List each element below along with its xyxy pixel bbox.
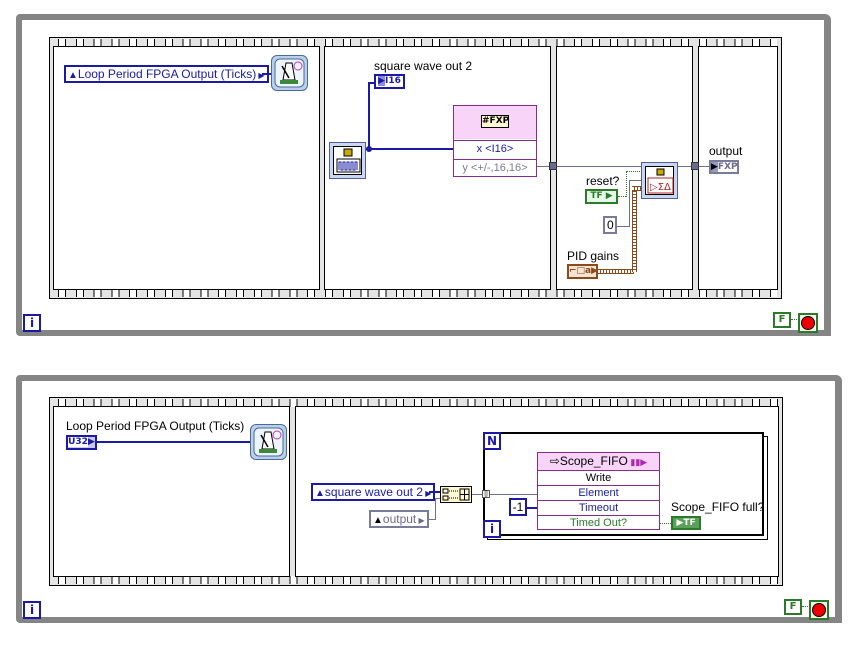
output-indicator[interactable]: ▶FXP	[709, 160, 739, 174]
wire-output-h2	[435, 498, 441, 499]
square-wave-out-2-local-variable[interactable]: ▲square wave out 2 ▶	[311, 483, 436, 501]
wire-loop-period	[262, 73, 272, 75]
wire-stop-2	[802, 606, 810, 607]
fxp-type-icon: #FXP	[481, 115, 510, 128]
pid-gains-control[interactable]: ⌐□a▶	[567, 264, 598, 279]
false-constant-1[interactable]: F	[773, 312, 791, 328]
for-loop-iteration-terminal: i	[483, 520, 501, 538]
reset-control[interactable]: TF ▶	[585, 189, 618, 204]
fifo-timed-out-output[interactable]: Timed Out?	[538, 515, 659, 530]
loop-timer-node-2[interactable]	[250, 424, 287, 460]
loop1-stop-terminal[interactable]	[798, 313, 818, 333]
sequence-tunnel-2	[691, 162, 699, 170]
wire-to-element	[490, 494, 538, 495]
wire-loop-period-2	[97, 441, 251, 443]
wire-zero-v	[629, 180, 630, 227]
wire-reset-v	[626, 171, 627, 197]
fifo-icon: ▮▮▶	[627, 457, 648, 467]
while-loop-2[interactable]	[16, 375, 842, 623]
output-label: output	[709, 144, 743, 158]
wire-pid-out	[678, 166, 694, 167]
fxp-input-x[interactable]: x <I16>	[454, 140, 536, 159]
pid-gains-label: PID gains	[567, 249, 620, 263]
for-loop-count-terminal: N	[483, 432, 501, 450]
local-variable-icon: ▲	[315, 488, 325, 499]
loop1-iteration-terminal: i	[23, 314, 41, 332]
loop-timer-node[interactable]	[271, 55, 308, 91]
wire-to-output	[699, 166, 709, 167]
wire-pid-h	[598, 269, 634, 274]
build-array-icon	[442, 488, 470, 501]
fxp-output-y[interactable]: y <+/-,16,16>	[454, 159, 536, 177]
loop-period-indicator[interactable]: U32▶	[66, 435, 97, 450]
metronome-icon	[274, 58, 305, 88]
wire-timed-out	[660, 523, 671, 524]
wire-zero-h	[617, 226, 629, 227]
wire-pid-v	[632, 187, 637, 272]
timeout-constant[interactable]: -1	[509, 498, 527, 516]
wire-fxp-to-pid	[557, 166, 641, 167]
wire-stop-1	[791, 319, 799, 320]
loop2-iteration-terminal: i	[23, 601, 41, 619]
pid-icon: ▷ΣΔ	[647, 168, 674, 194]
auto-index-tunnel: []	[482, 490, 490, 498]
local-variable-icon: ▲	[373, 515, 383, 526]
scope-fifo-full-indicator[interactable]: ▶TF	[671, 516, 701, 530]
loop-period-local-variable[interactable]: ▲Loop Period FPGA Output (Ticks) ▶	[64, 65, 269, 83]
false-constant-2[interactable]: F	[784, 599, 802, 615]
scope-fifo-write-node[interactable]: ⇨Scope_FIFO ▮▮▶ Write Element Timeout Ti…	[537, 452, 660, 530]
wire-timeout	[527, 507, 537, 509]
fpga-io-icon	[336, 148, 361, 173]
output-arrow-icon: ▶	[256, 71, 265, 80]
wire-zero-h2	[629, 180, 641, 181]
while-loop-1[interactable]	[16, 14, 831, 336]
wire-to-indicator-h	[368, 82, 375, 84]
fifo-timeout-input[interactable]: Timeout	[538, 500, 659, 515]
wire-array-to-loop	[472, 494, 483, 495]
wire-fxp-out	[537, 166, 552, 167]
fifo-element-input[interactable]: Element	[538, 485, 659, 500]
build-array-node[interactable]	[440, 486, 472, 503]
zero-constant[interactable]: 0	[603, 216, 617, 234]
wire-reset	[618, 196, 626, 197]
wire-reset-h	[626, 171, 642, 172]
pid-node[interactable]: ▷ΣΔ	[641, 162, 678, 199]
wire-square-wave	[429, 491, 441, 493]
scope-fifo-full-label: Scope_FIFO full?	[671, 500, 765, 514]
loop-period-indicator-label: Loop Period FPGA Output (Ticks)	[66, 419, 245, 433]
fifo-arrow-icon: ⇨	[549, 454, 560, 468]
fifo-header: ⇨Scope_FIFO ▮▮▶	[538, 453, 659, 470]
fifo-method-write[interactable]: Write	[538, 470, 659, 485]
fpga-io-node[interactable]	[329, 142, 366, 179]
metronome-icon	[253, 427, 284, 457]
local-variable-icon: ▲	[68, 70, 78, 81]
loop2-stop-terminal[interactable]	[809, 600, 829, 620]
wire-output-h	[429, 519, 435, 520]
sequence-tunnel-1	[549, 162, 557, 170]
square-wave-out-2-indicator[interactable]: ▶I16	[374, 74, 405, 89]
wire-to-indicator-v	[368, 82, 370, 149]
output-arrow-icon: ▶	[416, 516, 425, 525]
reset-label: reset?	[586, 174, 620, 188]
wire-to-fxp-convert	[365, 148, 453, 150]
output-arrow-icon: ▶	[422, 489, 432, 498]
wire-pid-h2	[632, 186, 642, 191]
square-wave-out-2-label: square wave out 2	[374, 59, 473, 73]
output-local-variable[interactable]: ▲output ▶	[369, 510, 429, 528]
fxp-convert-node[interactable]: #FXP x <I16> y <+/-,16,16>	[453, 105, 537, 177]
svg-text:▷ΣΔ: ▷ΣΔ	[650, 182, 671, 193]
wire-output-v	[435, 498, 436, 520]
